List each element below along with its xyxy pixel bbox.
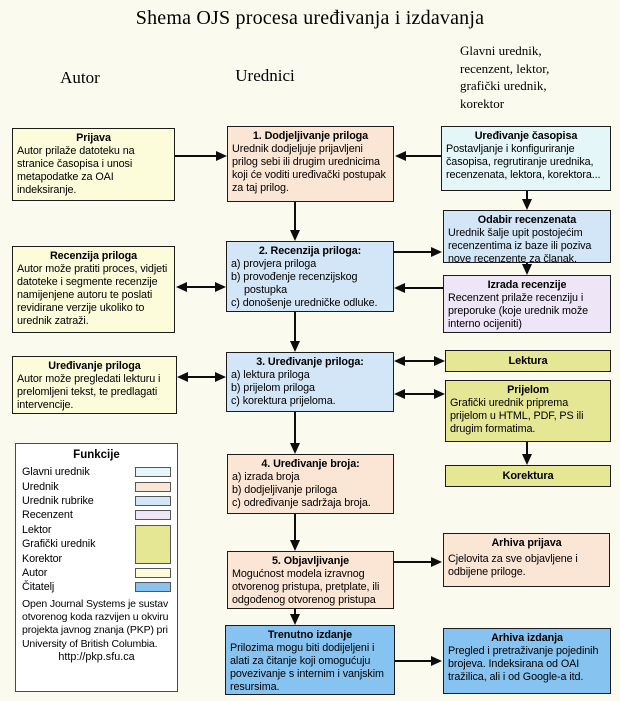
legend-title: Funkcije <box>73 449 120 461</box>
legend-label-autor: Autor <box>22 566 48 579</box>
legend-label-graficki-urednik: Grafički urednik <box>22 538 96 551</box>
arrow-casopis-to-dodjeljivanje <box>395 151 441 161</box>
box-lektura-title: Lektura <box>508 354 548 367</box>
legend-label-urednik: Urednik <box>22 480 59 493</box>
legend-label-citatelj: Čitatelj <box>22 581 55 594</box>
box-izrada-title: Izrada recenzije <box>487 279 567 291</box>
box-prijelom-body: Grafički urednik priprema prijelom u HTM… <box>450 397 584 435</box>
arrow-objavljivanje-to-arhiva-prijava <box>394 557 442 567</box>
box-uredjivanje-casopisa: Uređivanje časopisa Postavljanje i konfi… <box>441 126 611 191</box>
arrow-izrada-to-recenzija <box>394 283 443 293</box>
legend-note: Open Journal Systems je sustav otvorenog… <box>22 597 169 650</box>
legend-swatch-glavni-urednik <box>135 467 171 478</box>
legend-label-korektor: Korektor <box>22 552 63 565</box>
box-recenzija-priloga-body: Autor može pratiti proces, vidjeti datot… <box>17 263 168 327</box>
arrow-recenzija-to-uredjivanje <box>290 312 300 352</box>
arrow-prijelom-to-korektura <box>522 442 532 465</box>
page-title: Shema OJS procesa uređivanja i izdavanja <box>135 7 485 29</box>
box-arhiva-prijava-body: Cjelovita za sve objavljene i odbijene p… <box>448 553 578 578</box>
box-recenzija-priloga-title: Recenzija priloga <box>49 250 138 262</box>
arrow-trenutno-to-arhiva-izdanja <box>395 656 442 666</box>
box-arhiva-izdanja: Arhiva izdanja Pregled i pretraživanje p… <box>443 628 611 694</box>
box-uredjivanje-broja: 4. Uređivanje broja: a) izrada broja b) … <box>227 454 394 514</box>
box-broj-item-a: a) izrada broja <box>232 471 300 483</box>
legend-label-lektor: Lektor <box>22 523 52 536</box>
legend-grid: Glavni urednik Urednik Urednik rubrike R… <box>22 465 171 595</box>
arrow-recenzija-autor-dvosmjerna <box>176 282 226 292</box>
box-odabir-title: Odabir recenzenata <box>477 214 577 226</box>
box-trenutno-body: Prilozima mogu biti dodijeljeni i alati … <box>230 642 384 693</box>
column-header-uloge: Glavni urednik, recenzent, lektor, grafi… <box>460 43 550 111</box>
arrow-uredjivanje-prijelom-dvosmjerna <box>394 389 445 399</box>
box-izrada-body: Recenzent prilaže recenziju i preporuke … <box>448 292 589 330</box>
arrow-objavljivanje-to-trenutno <box>290 609 300 625</box>
box-arhiva-izdanja-body: Pregled i pretraživanje pojedinih brojev… <box>448 645 599 683</box>
box-arhiva-izdanja-title: Arhiva izdanja <box>491 632 563 644</box>
box-uredjivanje-title: 3. Uređivanje priloga: <box>256 356 364 368</box>
box-arhiva-prijava: Arhiva prijava Cjelovita za sve objavlje… <box>443 533 610 587</box>
legend-label-recenzent: Recenzent <box>22 509 73 522</box>
box-uredjivanje-priloga-autor: Uređivanje priloga Autor može pregledati… <box>12 356 177 414</box>
arrow-dodjeljivanje-to-recenzija <box>290 202 300 241</box>
box-casopis-title: Uređivanje časopisa <box>474 130 578 142</box>
box-dodjeljivanje-priloga: 1. Dodjeljivanje priloga Urednik dodjelj… <box>227 126 394 202</box>
arrow-prijava-to-dodjeljivanje <box>175 151 227 161</box>
column-header-autor: Autor <box>60 68 100 87</box>
box-trenutno-title: Trenutno izdanje <box>267 629 353 641</box>
box-objavljivanje: 5. Objavljivanje Mogućnost modela izravn… <box>227 551 394 609</box>
legend-label-urednik-rubrike: Urednik rubrike <box>22 494 94 507</box>
box-uredjivanje-priloga: 3. Uređivanje priloga: a) lektura prilog… <box>226 352 394 412</box>
box-broj-title: 4. Uređivanje broja: <box>261 458 360 470</box>
box-recenzija-title: 2. Recenzija priloga: <box>258 245 362 257</box>
box-recenzija-priloga-autor: Recenzija priloga Autor može pratiti pro… <box>12 246 175 333</box>
arrow-uredjivanje-lektura-dvosmjerna <box>394 356 445 366</box>
legend-swatch-urednik-rubrike <box>135 495 171 506</box>
box-prijava-title: Prijava <box>76 132 111 144</box>
legend-link-url[interactable]: http://pkp.sfu.ca <box>58 651 135 664</box>
legend-funkcije: Funkcije Glavni urednik Urednik Urednik … <box>15 443 178 692</box>
arrow-casopis-to-odabir <box>522 191 532 210</box>
box-prijava: Prijava Autor prilaže datoteku na strani… <box>12 128 175 201</box>
box-korektura-title: Korektura <box>502 469 554 482</box>
box-broj-item-c: c) određivanje sadržaja broja. <box>232 497 371 509</box>
box-dodjeljivanje-title: 1. Dodjeljivanje priloga <box>252 130 369 142</box>
arrow-uredjivanje-autor-dvosmjerna <box>177 372 226 382</box>
box-uredjivanje-item-b: b) prijelom priloga <box>231 382 315 394</box>
box-uredjivanje-item-a: a) lektura priloga <box>231 369 310 381</box>
box-korektura: Korektura <box>445 465 611 487</box>
box-uredjivanje-priloga-autor-title: Uređivanje priloga <box>48 360 141 372</box>
box-dodjeljivanje-body: Urednik dodjeljuje prijavljeni prilog se… <box>232 143 386 194</box>
arrow-recenzija-to-odabir <box>394 247 442 257</box>
legend-swatch-urednik <box>135 481 171 492</box>
legend-label-glavni-urednik: Glavni urednik <box>22 466 90 479</box>
box-recenzija-item-b: b) provođenje recenzijskog postupka <box>231 271 358 296</box>
box-objavljivanje-body: Mogućnost modela izravnog otvorenog pris… <box>232 568 380 606</box>
box-trenutno-izdanje: Trenutno izdanje Prilozima mogu biti dod… <box>225 625 395 695</box>
column-header-urednici: Urednici <box>235 66 295 85</box>
box-prijelom: Prijelom Grafički urednik priprema prije… <box>445 380 611 442</box>
legend-swatch-lektor-graficki-korektor <box>135 524 171 564</box>
box-prijelom-title: Prijelom <box>507 384 549 396</box>
box-prijava-body: Autor prilaže datoteku na stranice časop… <box>17 145 135 196</box>
box-casopis-body: Postavljanje i konfiguriranje časopisa, … <box>446 143 601 181</box>
box-izrada-recenzije: Izrada recenzije Recenzent prilaže recen… <box>443 275 611 333</box>
box-recenzija-priloga: 2. Recenzija priloga: a) provjera prilog… <box>226 241 394 312</box>
legend-swatch-citatelj <box>135 582 171 593</box>
box-recenzija-item-c: c) donošenje uredničke odluke. <box>231 297 378 309</box>
arrow-broj-to-objavljivanje <box>290 514 300 551</box>
box-odabir-body: Urednik šalje upit postojećim recenzenti… <box>448 227 592 265</box>
legend-swatch-recenzent <box>135 510 171 521</box>
box-lektura: Lektura <box>445 350 611 372</box>
arrow-uredjivanje-to-broj <box>290 412 300 454</box>
box-objavljivanje-title: 5. Objavljivanje <box>271 555 349 567</box>
box-odabir-recenzenata: Odabir recenzenata Urednik šalje upit po… <box>443 210 611 265</box>
box-arhiva-prijava-title: Arhiva prijava <box>491 537 562 549</box>
box-broj-item-b: b) dodjeljivanje priloga <box>232 484 338 496</box>
legend-swatch-autor <box>135 567 171 578</box>
box-uredjivanje-item-c: c) korektura prijeloma. <box>231 395 336 407</box>
box-uredjivanje-priloga-autor-body: Autor može pregledati lekturu i prelomlj… <box>17 373 161 411</box>
box-recenzija-item-a: a) provjera priloga <box>231 258 317 270</box>
